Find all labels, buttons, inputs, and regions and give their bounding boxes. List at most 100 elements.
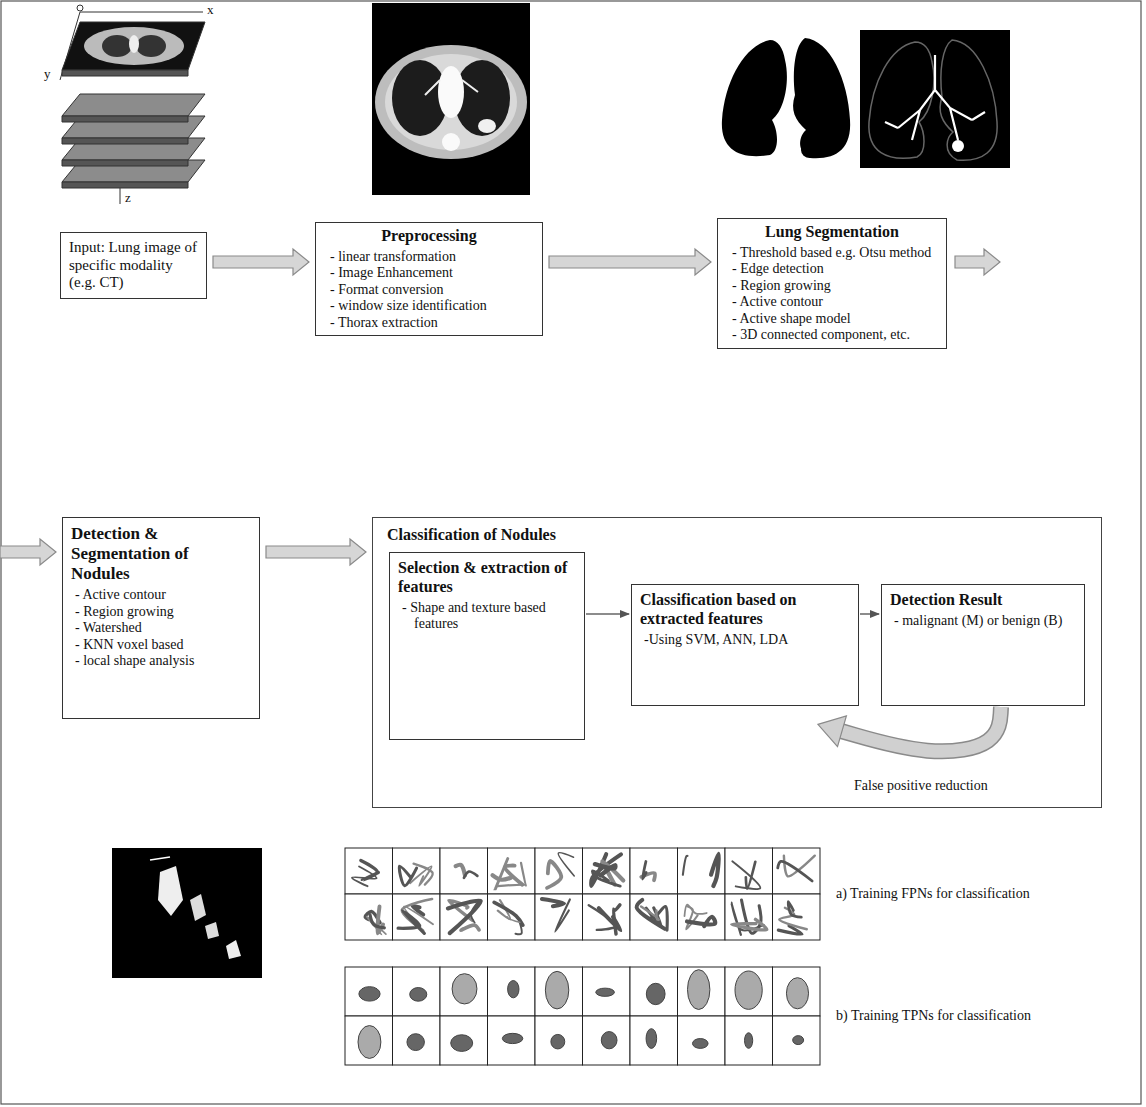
connector: [586, 614, 629, 615]
grid-cell: [583, 848, 631, 894]
grid-cell: [440, 1016, 488, 1065]
grid-cell: [583, 967, 631, 1016]
box-text: - Watershed: [71, 620, 251, 637]
ct-slice: [442, 133, 460, 151]
nodule-sample: [596, 988, 615, 996]
lung-vessels: [952, 140, 964, 152]
vessel-sample: [370, 915, 384, 928]
feedback-arrow: [841, 707, 1001, 751]
group-box: Classification of NodulesSelection & ext…: [372, 517, 1102, 808]
box-text: - Edge detection: [728, 261, 936, 278]
nodule-mask: [112, 848, 262, 978]
box-text: - Region growing: [728, 278, 936, 295]
vessel-sample: [732, 919, 767, 930]
grid-cell: [630, 967, 678, 1016]
nodule-sample: [646, 1029, 657, 1049]
nodule-sample: [692, 1039, 708, 1049]
arrow-line: [586, 613, 629, 615]
vessel-sample: [784, 856, 815, 877]
grid-cell: [535, 894, 583, 940]
block-arrow: [549, 249, 711, 275]
nodule-mask: [205, 922, 219, 939]
ct-slice: [425, 80, 478, 95]
process-box: Lung Segmentation - Threshold based e.g. …: [717, 218, 947, 349]
ct-stack: [62, 22, 205, 70]
axis-label: y: [44, 66, 51, 82]
ct-stack: [62, 116, 188, 122]
vessel-sample: [461, 925, 479, 930]
ct-slice: [372, 3, 530, 195]
lung-mask: [722, 38, 850, 158]
grid-cell: [535, 967, 583, 1016]
ct-stack: [102, 35, 132, 57]
grid-cell: [488, 967, 536, 1016]
vessel-sample: [591, 854, 621, 886]
ct-stack: [77, 5, 83, 11]
grid-cell: [440, 848, 488, 894]
grid-cell: [535, 1016, 583, 1065]
grid-cell: [583, 894, 631, 940]
connector: [213, 249, 309, 275]
ct-stack: [129, 35, 139, 53]
vessel-sample: [687, 917, 715, 926]
nodule-sample: [551, 1034, 565, 1048]
grid-cell: [678, 1016, 726, 1065]
grid-cell: [393, 967, 441, 1016]
process-box: Input: Lung image of specific modality (…: [60, 232, 207, 299]
box-text: - Threshold based e.g. Otsu method: [728, 245, 936, 262]
grid-cell: [488, 1016, 536, 1065]
box-text: - KNN voxel based: [71, 637, 251, 654]
grid-cell: [725, 894, 773, 940]
lung-mask: [801, 142, 819, 158]
grid-cell: [725, 1016, 773, 1065]
vessel-sample: [352, 866, 377, 886]
nodule-sample: [786, 978, 808, 1009]
grid-cell: [773, 1016, 821, 1065]
ct-stack: [62, 182, 188, 188]
grid-cell: [440, 894, 488, 940]
grid-cell: [393, 894, 441, 940]
training-grid: [345, 848, 820, 1065]
box-text: - Format conversion: [326, 282, 532, 299]
box-heading: Detection Result: [890, 591, 1076, 610]
connector: [860, 614, 879, 615]
vessel-sample: [711, 854, 719, 886]
vessel-sample: [643, 861, 647, 879]
nodule-sample: [735, 971, 762, 1009]
process-box: Preprocessing- linear transformation- Im…: [315, 222, 543, 336]
connector: [841, 707, 1001, 751]
vessel-sample: [448, 900, 481, 933]
lung-vessels: [940, 40, 997, 160]
vessel-sample: [493, 875, 511, 880]
box-heading: Lung Segmentation: [728, 223, 936, 242]
vessel-sample: [507, 917, 520, 922]
vessel-sample: [398, 911, 424, 933]
process-box: Detection & Segmentation of Nodules- Act…: [62, 517, 260, 719]
grid-cell: [393, 848, 441, 894]
box-heading: Classification based on extracted featur…: [640, 591, 850, 629]
process-box: Classification based on extracted featur…: [631, 584, 859, 706]
nodule-mask: [158, 866, 183, 916]
vessel-sample: [464, 872, 477, 878]
box-text: - Image Enhancement: [326, 265, 532, 282]
vessel-sample: [498, 863, 526, 886]
axis-label: x: [207, 2, 214, 18]
nodule-sample: [410, 988, 427, 1002]
vessel-sample: [495, 859, 507, 889]
grid-cell: [630, 848, 678, 894]
nodule-sample: [358, 1026, 381, 1059]
grid-cell: [345, 848, 393, 894]
grid-cell: [345, 1016, 393, 1065]
vessel-sample: [686, 906, 697, 929]
ct-slice: [372, 3, 530, 195]
nodule-sample: [508, 981, 519, 998]
axis-label: z: [125, 190, 131, 206]
box-text: - Region growing: [71, 604, 251, 621]
grid-cell: [725, 848, 773, 894]
figure-caption: a) Training FPNs for classification: [836, 886, 1030, 903]
nodule-sample: [745, 1033, 753, 1049]
grid-cell: [678, 894, 726, 940]
box-text: - Active shape model: [728, 311, 936, 328]
box-text: - Shape and texture based features: [398, 600, 576, 633]
vessel-sample: [641, 907, 659, 920]
